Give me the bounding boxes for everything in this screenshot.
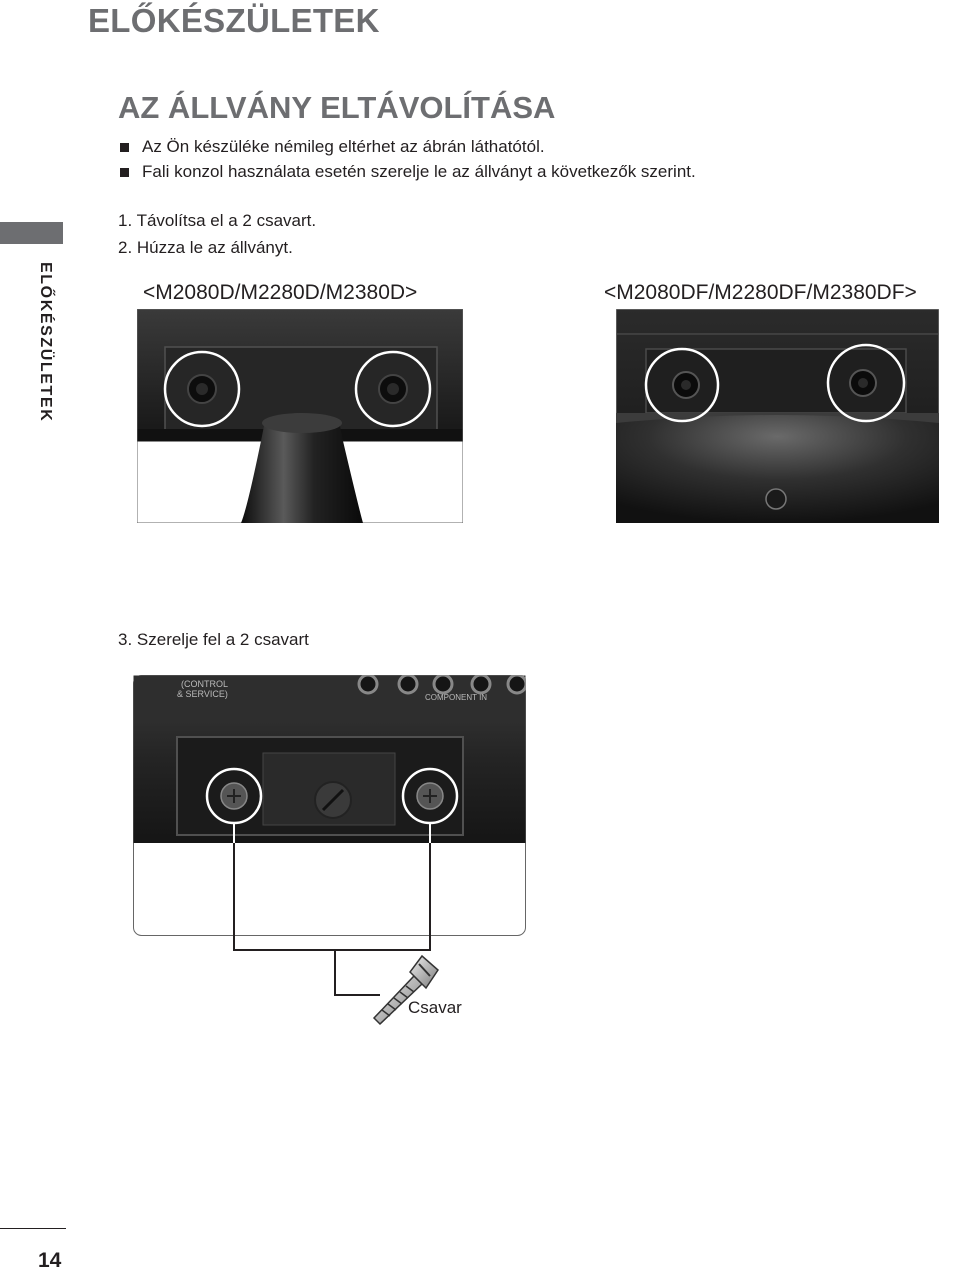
model-label-left: <M2080D/M2280D/M2380D>	[143, 281, 418, 304]
step-3: 3. Szerelje fel a 2 csavart	[118, 630, 309, 649]
callout-lines	[233, 843, 431, 996]
screw-caption: Csavar	[408, 998, 462, 1017]
model-label-right: <M2080DF/M2280DF/M2380DF>	[604, 281, 917, 304]
note-item: Fali konzol használata esetén szerelje l…	[118, 162, 696, 182]
section-title: AZ ÁLLVÁNY ELTÁVOLÍTÁSA	[118, 90, 556, 125]
screw-icon	[372, 954, 439, 1026]
port-label-2: & SERVICE)	[177, 689, 228, 699]
side-tab-label: ELŐKÉSZÜLETEK	[37, 262, 54, 423]
square-bullet-icon	[120, 142, 129, 152]
step-2: 2. Húzza le az állványt.	[118, 238, 293, 257]
step-1: 1. Távolítsa el a 2 csavart.	[118, 211, 317, 230]
note-text: Az Ön készüléke némileg eltérhet az ábrá…	[142, 137, 545, 156]
footer-rule	[0, 1228, 66, 1229]
page-number: 14	[38, 1249, 62, 1272]
component-label: COMPONENT IN	[425, 693, 487, 702]
screw-install-photo: (CONTROL & SERVICE) COMPONENT IN	[133, 675, 526, 936]
stand-back-photo-left	[137, 309, 463, 523]
note-item: Az Ön készüléke némileg eltérhet az ábrá…	[118, 137, 545, 157]
note-text: Fali konzol használata esetén szerelje l…	[142, 162, 696, 181]
header-title: ELŐKÉSZÜLETEK	[88, 2, 380, 39]
square-bullet-icon	[120, 167, 129, 177]
side-tab-bar	[0, 222, 63, 244]
stand-back-photo-right	[616, 309, 939, 523]
port-label-1: (CONTROL	[181, 679, 228, 689]
